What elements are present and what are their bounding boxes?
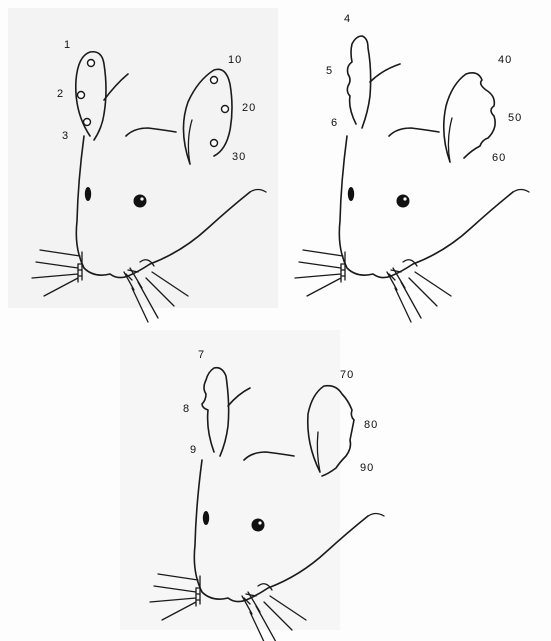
label-1: 1 — [64, 39, 71, 51]
ear-hole-30 — [211, 140, 218, 147]
left-ear-1 — [76, 52, 128, 140]
left-ear-2 — [347, 36, 400, 128]
label-7: 7 — [198, 349, 205, 361]
label-90: 90 — [360, 462, 374, 474]
right-ear-2 — [444, 73, 495, 162]
label-80: 80 — [364, 419, 378, 431]
label-70: 70 — [340, 369, 354, 381]
left-ear-3 — [202, 368, 250, 456]
rat-head-1 — [32, 128, 266, 322]
ear-hole-20 — [222, 106, 229, 113]
label-9: 9 — [190, 444, 197, 456]
label-60: 60 — [492, 152, 506, 164]
ear-hole-1 — [88, 60, 95, 67]
label-20: 20 — [242, 102, 256, 114]
label-30: 30 — [232, 151, 246, 163]
ear-hole-2 — [78, 92, 85, 99]
label-4: 4 — [344, 13, 351, 25]
label-3: 3 — [62, 130, 69, 142]
label-6: 6 — [331, 117, 338, 129]
label-40: 40 — [498, 54, 512, 66]
label-5: 5 — [326, 65, 333, 77]
label-8: 8 — [183, 403, 190, 415]
label-50: 50 — [508, 112, 522, 124]
label-2: 2 — [57, 88, 64, 100]
label-10: 10 — [228, 54, 242, 66]
right-ear-1 — [183, 69, 232, 164]
right-ear-3 — [308, 386, 354, 476]
ear-hole-3 — [84, 119, 91, 126]
ear-hole-10 — [211, 77, 218, 84]
rat-head-3 — [150, 452, 384, 641]
